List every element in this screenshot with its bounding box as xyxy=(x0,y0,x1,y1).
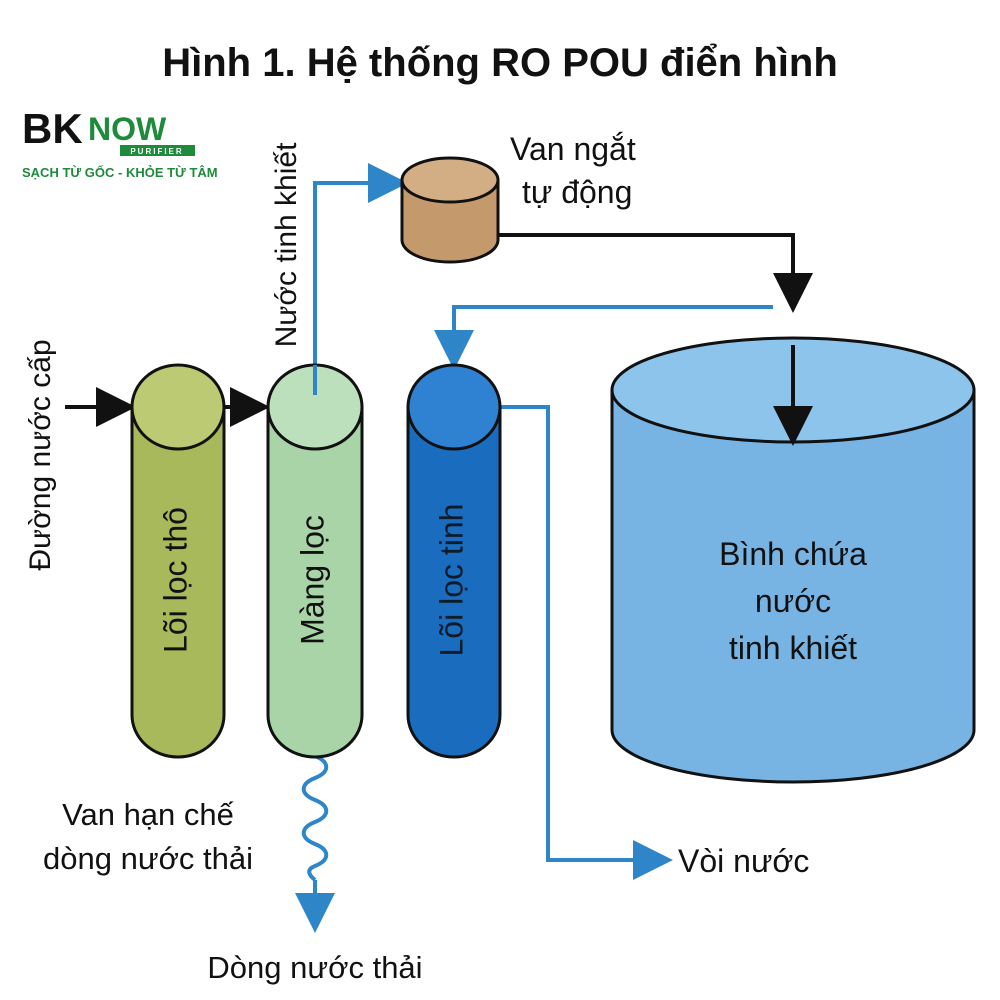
page-title: Hình 1. Hệ thống RO POU điển hình xyxy=(162,41,838,85)
pre-filter-label: Lõi lọc thô xyxy=(157,507,193,653)
logo-tagline: SẠCH TỪ GỐC - KHỎE TỪ TÂM xyxy=(22,165,218,180)
shutoff-valve-label-line2: tự động xyxy=(522,174,632,210)
tank-label-line3: tinh khiết xyxy=(729,630,857,666)
post-filter-cartridge: Lõi lọc tinh xyxy=(406,363,502,759)
flow-restrictor-coil xyxy=(301,754,329,882)
tank-label-line1: Bình chứa xyxy=(719,536,867,572)
auto-shutoff-valve xyxy=(400,156,500,264)
valve-to-tank-line xyxy=(495,233,813,313)
brand-logo: BK NOW PURIFIER SẠCH TỪ GỐC - KHỎE TỪ TÂ… xyxy=(22,105,218,180)
faucet-label: Vòi nước xyxy=(678,843,809,879)
pure-water-label: Nước tinh khiết xyxy=(270,142,303,347)
membrane-label: Màng lọc xyxy=(294,515,330,645)
logo-sub: PURIFIER xyxy=(130,147,183,156)
shutoff-valve-label-line1: Van ngắt xyxy=(510,131,636,167)
tank-label-line2: nước xyxy=(755,583,831,619)
tank-to-postfilter-line xyxy=(434,305,773,370)
flow-restrictor-label-line1: Van hạn chế xyxy=(62,797,234,832)
logo-name: NOW xyxy=(88,111,167,147)
post-filter-label: Lõi lọc tinh xyxy=(433,504,469,657)
waste-label: Dòng nước thải xyxy=(207,950,422,985)
storage-tank: Bình chứa nước tinh khiết xyxy=(610,336,976,784)
membrane-cartridge: Màng lọc xyxy=(266,363,364,759)
logo-mark: BK xyxy=(22,105,83,152)
pre-filter-cartridge: Lõi lọc thô xyxy=(130,363,226,759)
inlet-label: Đường nước cấp xyxy=(24,339,57,570)
logo-sub-bar xyxy=(120,145,195,156)
flow-restrictor-label-line2: dòng nước thải xyxy=(43,841,253,876)
postfilter-to-faucet-line xyxy=(500,405,673,880)
pure-water-line xyxy=(313,163,408,395)
